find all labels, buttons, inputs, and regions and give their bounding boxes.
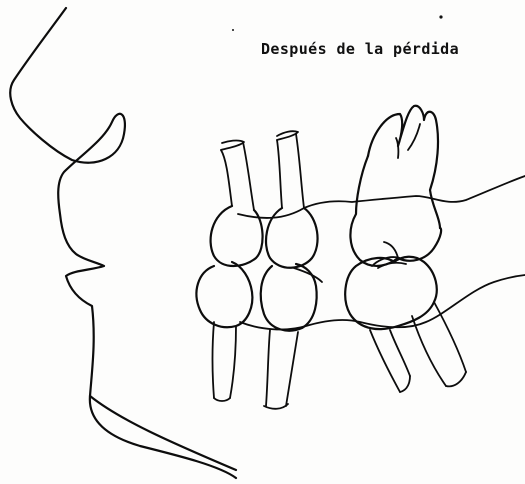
- upper-molar: [350, 106, 441, 266]
- lower-incisor-2: [261, 264, 322, 409]
- lower-gum-line: [240, 275, 525, 329]
- lower-molar: [345, 257, 466, 392]
- ink-speck: [439, 15, 442, 18]
- upper-incisor-1: [211, 140, 263, 266]
- ink-speck: [232, 29, 234, 31]
- lower-incisor-1: [196, 262, 252, 401]
- upper-incisor-2: [266, 131, 318, 268]
- face-profile: [10, 8, 236, 478]
